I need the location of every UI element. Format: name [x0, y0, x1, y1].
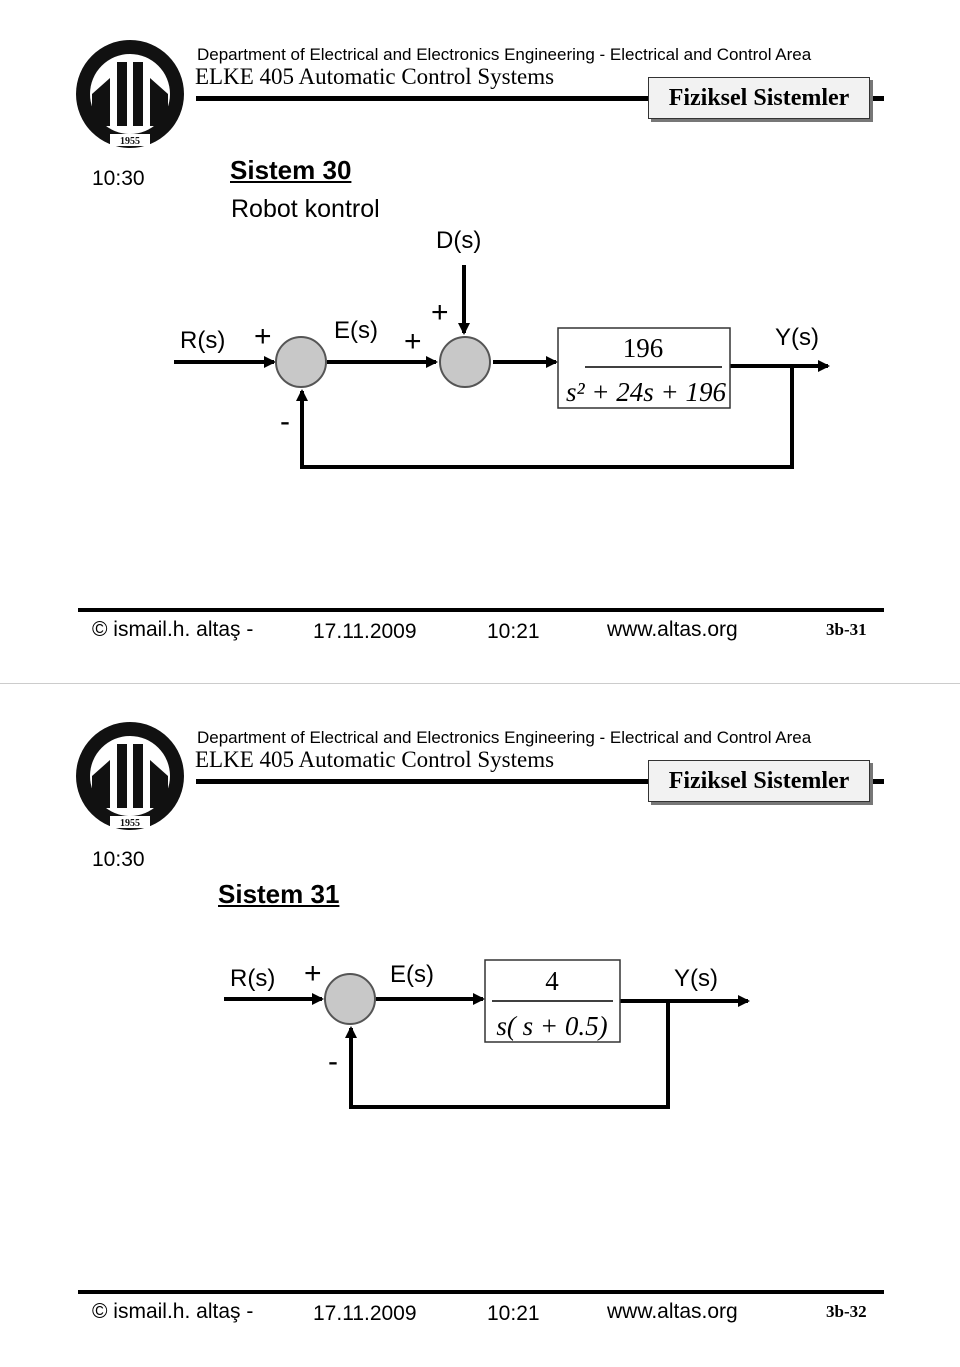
minus-sign: -	[280, 405, 290, 438]
footer-date: 17.11.2009	[313, 620, 417, 643]
course-title: ELKE 405 Automatic Control Systems	[195, 64, 555, 89]
plus-sign-1: +	[304, 957, 322, 990]
summing-junction-2	[439, 336, 491, 388]
tf-numerator: 4	[545, 966, 559, 996]
system-subtitle: Robot kontrol	[231, 195, 380, 223]
block-diagram: 196 s² + 24s + 196	[174, 265, 830, 469]
slide-time: 10:30	[92, 167, 145, 190]
summing-junction-1	[324, 973, 376, 1025]
block-diagram: 4 s( s + 0.5)	[224, 959, 750, 1109]
plus-sign-1: +	[254, 320, 272, 353]
footer-rule	[78, 608, 884, 612]
topic-box: Fiziksel Sistemler	[648, 77, 870, 119]
page-number: 3b-32	[826, 1302, 867, 1321]
error-label: E(s)	[334, 317, 378, 344]
tf-denominator: s( s + 0.5)	[496, 1011, 607, 1041]
page-divider	[0, 683, 960, 684]
tf-numerator: 196	[623, 333, 664, 363]
system-title: Sistem 30	[230, 155, 352, 185]
course-title: ELKE 405 Automatic Control Systems	[195, 747, 555, 772]
footer-website: www.altas.org	[607, 1300, 738, 1323]
logo-year: 1955	[120, 136, 140, 147]
university-logo: 1955	[76, 40, 184, 148]
error-label: E(s)	[390, 961, 434, 988]
footer-author: © ismail.h. altaş -	[92, 618, 254, 641]
department-title: Department of Electrical and Electronics…	[197, 45, 812, 64]
minus-sign: -	[328, 1045, 338, 1078]
system-title: Sistem 31	[218, 879, 340, 909]
plus-sign-2: +	[404, 325, 422, 358]
feedback-path	[349, 1001, 670, 1109]
header-rule	[196, 779, 884, 784]
footer-time: 10:21	[487, 620, 540, 643]
plus-sign-3: +	[431, 296, 449, 329]
output-label: Y(s)	[775, 324, 819, 351]
page-number: 3b-31	[826, 620, 867, 639]
footer-date: 17.11.2009	[313, 1302, 417, 1325]
slide-2: 1955 Department of Electrical and Electr…	[0, 683, 960, 1366]
footer-author: © ismail.h. altaş -	[92, 1300, 254, 1323]
output-label: Y(s)	[674, 965, 718, 992]
transfer-function-block	[557, 327, 731, 409]
footer-rule	[78, 1290, 884, 1294]
topic-box: Fiziksel Sistemler	[648, 760, 870, 802]
footer-website: www.altas.org	[607, 618, 738, 641]
logo-year: 1955	[120, 818, 140, 829]
input-label: R(s)	[230, 965, 276, 992]
header-rule	[196, 96, 884, 101]
disturbance-label: D(s)	[436, 227, 482, 254]
topic-label: Fiziksel Sistemler	[668, 768, 850, 794]
input-label: R(s)	[180, 327, 226, 354]
summing-junction-1	[275, 336, 327, 388]
department-title: Department of Electrical and Electronics…	[197, 728, 812, 747]
tf-denominator: s² + 24s + 196	[566, 377, 727, 407]
feedback-path	[300, 366, 794, 469]
slide-1: 1955 Department of Electrical and Electr…	[0, 0, 960, 683]
slide-time: 10:30	[92, 848, 145, 871]
footer-time: 10:21	[487, 1302, 540, 1325]
topic-label: Fiziksel Sistemler	[668, 85, 850, 111]
university-logo: 1955	[76, 722, 184, 830]
